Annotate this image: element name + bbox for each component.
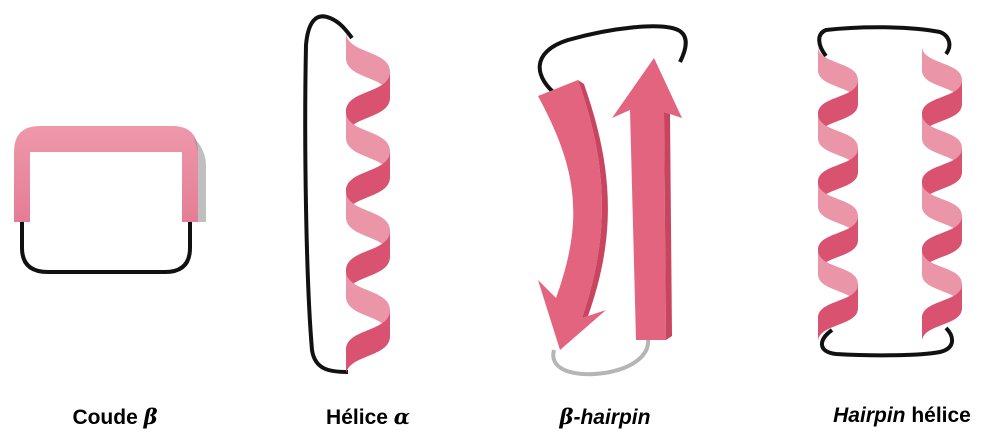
beta-symbol: β bbox=[144, 404, 158, 429]
helix-hairpin-panel: Hairpin hélice bbox=[790, 0, 987, 446]
strand-arrow-down bbox=[538, 80, 606, 350]
helix-ribbon-left bbox=[818, 46, 858, 342]
turn-ribbon bbox=[14, 126, 198, 222]
helix-ribbon bbox=[346, 32, 390, 376]
helix-hairpin-bottom-loop bbox=[822, 328, 952, 355]
beta-turn-panel: Coude β bbox=[0, 0, 240, 446]
helix-loop bbox=[305, 16, 352, 372]
beta-symbol: β bbox=[560, 404, 574, 429]
beta-turn-icon bbox=[0, 0, 240, 446]
beta-hairpin-panel: β-hairpin bbox=[520, 0, 720, 446]
caption-helix-hairpin: Hairpin hélice bbox=[833, 404, 971, 428]
caption-alpha-helix: Hélice α bbox=[326, 404, 410, 430]
alpha-helix-icon bbox=[250, 0, 450, 446]
helix-hairpin-top-loop bbox=[819, 27, 949, 56]
alpha-symbol: α bbox=[394, 404, 410, 429]
alpha-helix-panel: Hélice α bbox=[250, 0, 450, 446]
caption-beta-hairpin: β-hairpin bbox=[560, 404, 651, 430]
helix-hairpin-icon bbox=[790, 0, 987, 446]
helix-ribbon-right bbox=[922, 46, 962, 342]
caption-beta-turn: Coude β bbox=[72, 404, 157, 430]
turn-loop bbox=[22, 222, 190, 272]
beta-hairpin-icon bbox=[520, 0, 720, 446]
